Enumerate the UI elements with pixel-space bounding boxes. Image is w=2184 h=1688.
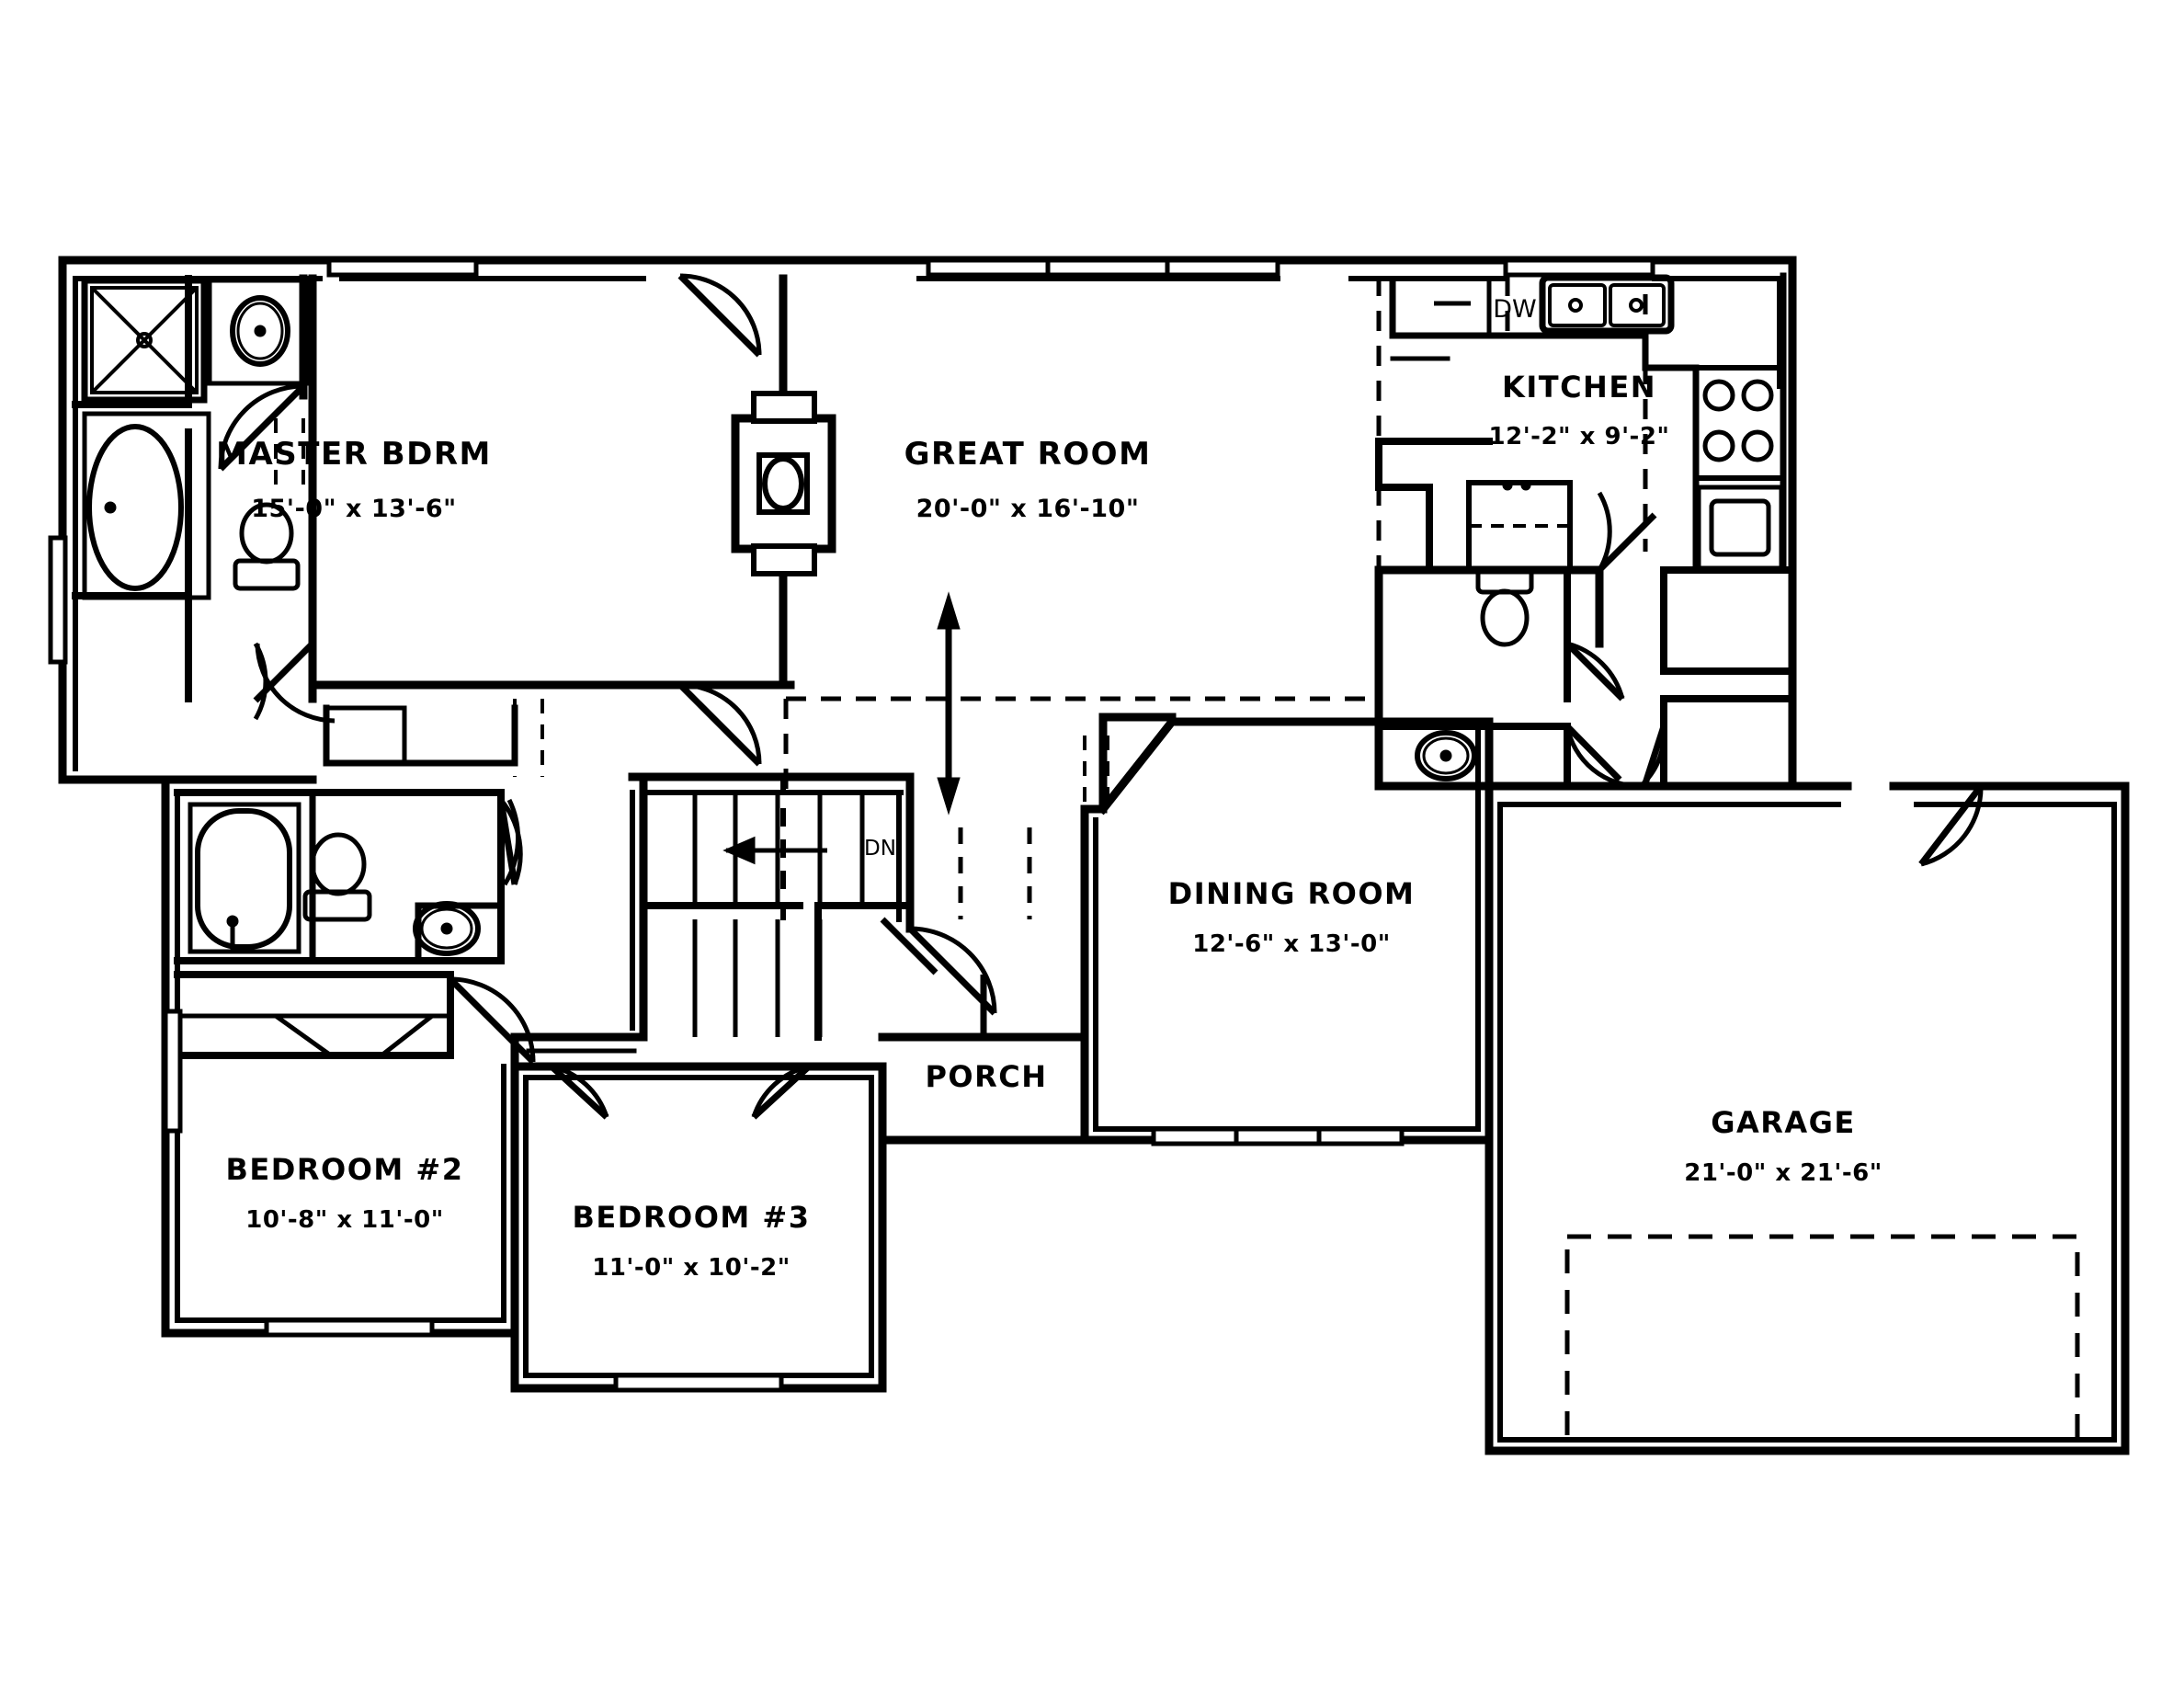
stairs [692, 793, 865, 1037]
label-dining-room-dim: 12'-6" x 13'-0" [1192, 930, 1391, 958]
kitchen-dishwasher [1434, 280, 1492, 336]
powder-sink [1415, 730, 1477, 781]
label-great-room-dim: 20'-0" x 16'-10" [916, 495, 1140, 523]
label-dining-room-name: DINING ROOM [1168, 876, 1416, 911]
annotations: DW DN [864, 295, 1537, 861]
fireplace [731, 372, 836, 596]
hall-tub [188, 802, 301, 954]
dashed-reference-lines [783, 276, 1648, 791]
label-porch-name: PORCH [925, 1059, 1047, 1094]
label-kitchen-dim: 12'-2" x 9'-2" [1489, 423, 1670, 451]
label-bedroom-2-dim: 10'-8" x 11'-0" [245, 1206, 444, 1234]
label-master-bedroom-name: MASTER BDRM [216, 436, 492, 473]
room-labels: MASTER BDRM 15'-0" x 13'-6" GREAT ROOM 2… [216, 370, 1883, 1282]
label-bedroom-3-dim: 11'-0" x 10'-2" [592, 1254, 791, 1282]
master-tub [82, 411, 211, 600]
kitchen-range [1693, 365, 1786, 481]
label-bedroom-3-name: BEDROOM #3 [573, 1200, 811, 1235]
garage-slab-outline [1564, 1234, 2080, 1455]
label-master-bedroom-dim: 15'-0" x 13'-6" [251, 495, 457, 523]
master-toilet [233, 502, 301, 591]
window-symbols [48, 257, 1655, 1393]
label-kitchen-name: KITCHEN [1502, 370, 1656, 405]
label-bedroom-2-name: BEDROOM #2 [226, 1152, 464, 1187]
master-shower [81, 277, 208, 404]
label-garage-dim: 21'-0" x 21'-6" [1684, 1159, 1883, 1187]
hall-sink [413, 901, 481, 956]
label-stair-direction: DN [864, 837, 896, 861]
label-great-room-name: GREAT ROOM [904, 436, 1152, 473]
misc-dashed-openings [274, 418, 1109, 809]
vaulted-ceiling-arrow [937, 591, 961, 815]
master-sink [207, 278, 312, 386]
plumbing-and-appliance-fixtures [81, 274, 1786, 956]
dining-opening-dashed [958, 827, 1032, 919]
washer-dryer [1466, 480, 1573, 573]
door-symbols [218, 273, 1984, 1120]
label-garage-name: GARAGE [1711, 1105, 1856, 1140]
refrigerator [1696, 485, 1784, 571]
kitchen-sink [1539, 274, 1675, 335]
label-dishwasher: DW [1493, 295, 1537, 324]
wall-lines [58, 256, 2130, 1455]
hall-toilet [302, 832, 372, 922]
